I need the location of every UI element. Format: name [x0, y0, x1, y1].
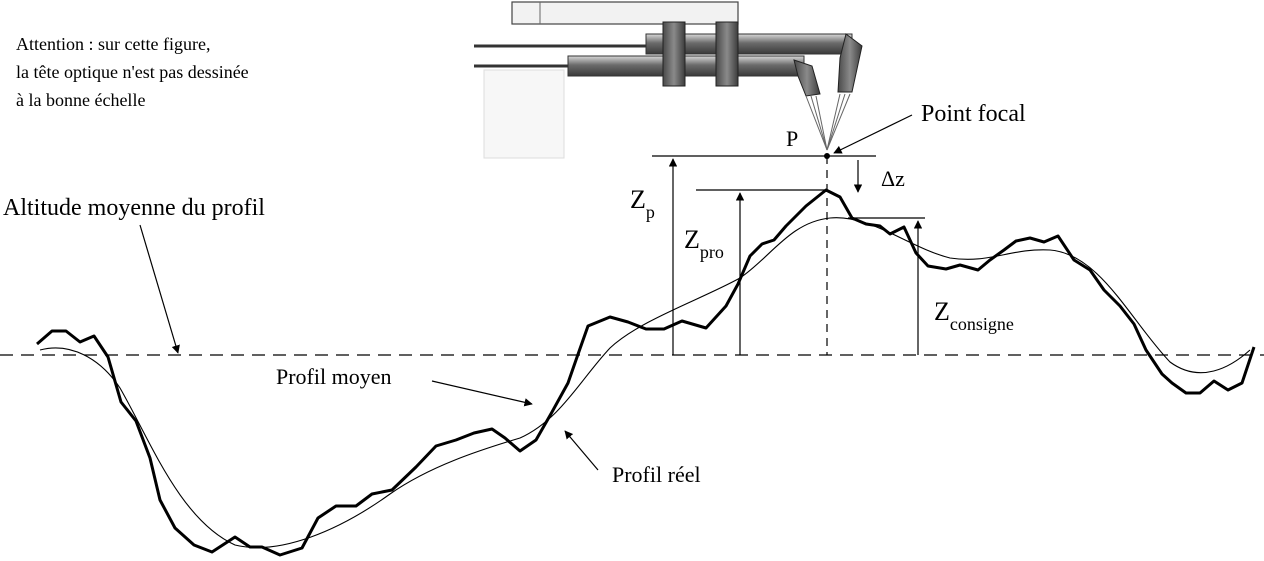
- zp-label-sub: p: [646, 202, 655, 222]
- altitude-moyenne-label: Altitude moyenne du profil: [3, 195, 265, 221]
- warning-note-line-3: à la bonne échelle: [16, 90, 146, 110]
- delta-z-label: Δz: [881, 166, 905, 191]
- altitude-leader: [139, 224, 180, 354]
- point-p-label: P: [786, 126, 798, 151]
- mean-profile-curve: [39, 217, 1251, 549]
- head-clamp-left: [662, 21, 686, 87]
- zp-label-main: Z: [630, 185, 646, 214]
- zpro-label-main: Z: [684, 225, 700, 254]
- warning-note: Attention : sur cette figure, la tête op…: [16, 30, 376, 114]
- zpro-label-sub: pro: [700, 242, 724, 262]
- real-profile-curve: [36, 188, 1256, 557]
- laser-beams: [805, 93, 851, 151]
- zconsigne-label-sub: consigne: [950, 314, 1014, 334]
- point-focal-leader: [833, 114, 913, 154]
- head-back-frame: [483, 69, 565, 159]
- head-top-plate: [511, 1, 739, 25]
- point-focal-label: Point focal: [921, 101, 1026, 127]
- head-elbow-left: [793, 59, 821, 97]
- zconsigne-label: Zconsigne: [934, 297, 1014, 334]
- zpro-label: Zpro: [684, 225, 724, 262]
- profil-reel-label: Profil réel: [612, 462, 701, 487]
- zconsigne-label-main: Z: [934, 297, 950, 326]
- zp-label: Zp: [630, 185, 655, 222]
- head-tube-lower: [567, 55, 805, 77]
- optical-head-illustration: [474, 1, 863, 159]
- head-clamp-right: [715, 21, 739, 87]
- head-elbow-right: [837, 33, 863, 93]
- profil-reel-leader: [564, 430, 599, 471]
- profil-moyen-label: Profil moyen: [276, 364, 392, 389]
- profil-moyen-leader: [431, 380, 533, 407]
- warning-note-line-1: Attention : sur cette figure,: [16, 34, 211, 54]
- warning-note-line-2: la tête optique n'est pas dessinée: [16, 62, 249, 82]
